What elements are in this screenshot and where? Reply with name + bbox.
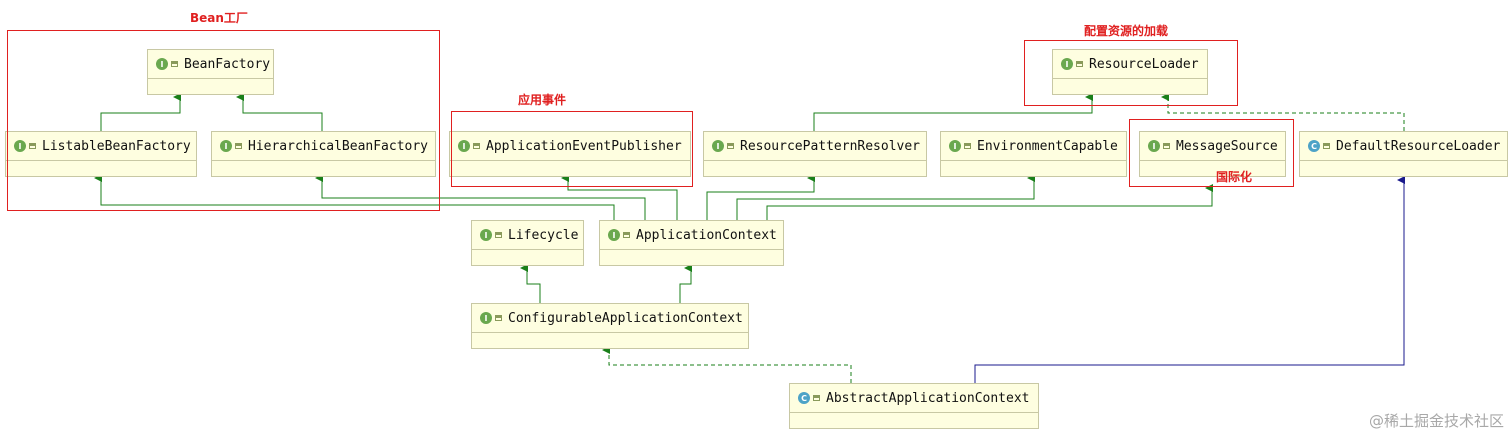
node-header: I EnvironmentCapable xyxy=(941,132,1126,161)
watermark: @稀土掘金技术社区 xyxy=(1368,412,1504,430)
node-label: MessageSource xyxy=(1176,138,1278,154)
lock-icon xyxy=(235,143,242,149)
edge-appcontext-to-messagesource xyxy=(766,184,1213,220)
node-message-source[interactable]: I MessageSource xyxy=(1139,131,1286,177)
node-configurable-application-context[interactable]: I ConfigurableApplicationContext xyxy=(471,303,749,349)
lock-icon xyxy=(495,315,502,321)
node-header: I HierarchicalBeanFactory xyxy=(212,132,435,161)
node-environment-capable[interactable]: I EnvironmentCapable xyxy=(940,131,1127,177)
bean-factory-group-label: Bean工厂 xyxy=(190,11,248,25)
resource-loading-group-box xyxy=(1024,40,1238,106)
interface-icon: I xyxy=(949,140,961,152)
edge-configurable-to-appcontext xyxy=(679,264,692,303)
node-label: BeanFactory xyxy=(184,56,271,72)
interface-icon: I xyxy=(1061,58,1073,70)
node-resource-loader[interactable]: I ResourceLoader xyxy=(1052,49,1208,95)
interface-icon: I xyxy=(480,312,492,324)
node-hierarchical-bean-factory[interactable]: I HierarchicalBeanFactory xyxy=(211,131,436,177)
class-icon: C xyxy=(798,392,810,404)
node-header: C DefaultResourceLoader xyxy=(1300,132,1507,161)
node-header: I ApplicationEventPublisher xyxy=(450,132,690,161)
interface-icon: I xyxy=(608,229,620,241)
interface-icon: I xyxy=(480,229,492,241)
node-header: I ApplicationContext xyxy=(600,221,783,250)
lock-icon xyxy=(171,61,178,67)
node-header: I BeanFactory xyxy=(148,50,273,79)
edge-appcontext-to-patternresolver xyxy=(706,174,815,220)
node-label: HierarchicalBeanFactory xyxy=(248,138,429,154)
node-listable-bean-factory[interactable]: I ListableBeanFactory xyxy=(5,131,197,177)
node-bean-factory[interactable]: I BeanFactory xyxy=(147,49,274,95)
node-label: ConfigurableApplicationContext xyxy=(508,310,743,326)
interface-icon: I xyxy=(156,58,168,70)
i18n-group-label: 国际化 xyxy=(1216,170,1253,184)
lock-icon xyxy=(495,232,502,238)
node-header: C AbstractApplicationContext xyxy=(790,384,1038,413)
node-application-context[interactable]: I ApplicationContext xyxy=(599,220,784,266)
interface-icon: I xyxy=(712,140,724,152)
interface-icon: I xyxy=(1148,140,1160,152)
node-label: ResourceLoader xyxy=(1089,56,1199,72)
edge-abstract-implements-configurable xyxy=(602,346,852,383)
lock-icon xyxy=(473,143,480,149)
node-header: I ListableBeanFactory xyxy=(6,132,196,161)
node-default-resource-loader[interactable]: C DefaultResourceLoader xyxy=(1299,131,1508,177)
lock-icon xyxy=(29,143,36,149)
node-abstract-application-context[interactable]: C AbstractApplicationContext xyxy=(789,383,1039,429)
interface-icon: I xyxy=(220,140,232,152)
lock-icon xyxy=(1323,143,1330,149)
lock-icon xyxy=(1163,143,1170,149)
node-header: I ResourcePatternResolver xyxy=(704,132,926,161)
node-label: ApplicationEventPublisher xyxy=(486,138,682,154)
interface-icon: I xyxy=(14,140,26,152)
node-label: ResourcePatternResolver xyxy=(740,138,921,154)
lock-icon xyxy=(727,143,734,149)
node-label: DefaultResourceLoader xyxy=(1336,138,1501,154)
edge-hierarchical-to-beanfactory xyxy=(236,93,323,131)
edge-appcontext-to-eventpublisher xyxy=(561,174,678,220)
node-lifecycle[interactable]: I Lifecycle xyxy=(471,220,584,266)
bean-factory-group-box xyxy=(7,30,440,211)
i18n-group-box xyxy=(1129,119,1294,187)
edge-appcontext-to-environmentcapable xyxy=(736,174,1035,220)
lock-icon xyxy=(623,232,630,238)
lock-icon xyxy=(964,143,971,149)
lock-icon xyxy=(1076,61,1083,67)
application-event-group-box xyxy=(451,111,693,187)
node-resource-pattern-resolver[interactable]: I ResourcePatternResolver xyxy=(703,131,927,177)
edge-configurable-to-lifecycle xyxy=(520,264,541,303)
node-label: Lifecycle xyxy=(508,227,579,243)
application-event-group-label: 应用事件 xyxy=(518,93,567,107)
node-application-event-publisher[interactable]: I ApplicationEventPublisher xyxy=(449,131,691,177)
class-icon: C xyxy=(1308,140,1320,152)
resource-loading-group-label: 配置资源的加载 xyxy=(1084,24,1169,38)
node-label: ListableBeanFactory xyxy=(42,138,191,154)
node-label: ApplicationContext xyxy=(636,227,777,243)
node-header: I MessageSource xyxy=(1140,132,1285,161)
edge-appcontext-to-listable xyxy=(94,174,615,220)
node-header: I ResourceLoader xyxy=(1053,50,1207,79)
lock-icon xyxy=(813,395,820,401)
interface-icon: I xyxy=(458,140,470,152)
edge-listable-to-beanfactory xyxy=(100,93,181,131)
edge-abstract-extends-defaultloader xyxy=(974,176,1405,383)
node-label: AbstractApplicationContext xyxy=(826,390,1030,406)
node-header: I ConfigurableApplicationContext xyxy=(472,304,748,333)
node-header: I Lifecycle xyxy=(472,221,583,250)
node-label: EnvironmentCapable xyxy=(977,138,1118,154)
edge-appcontext-to-hierarchical xyxy=(315,174,646,220)
